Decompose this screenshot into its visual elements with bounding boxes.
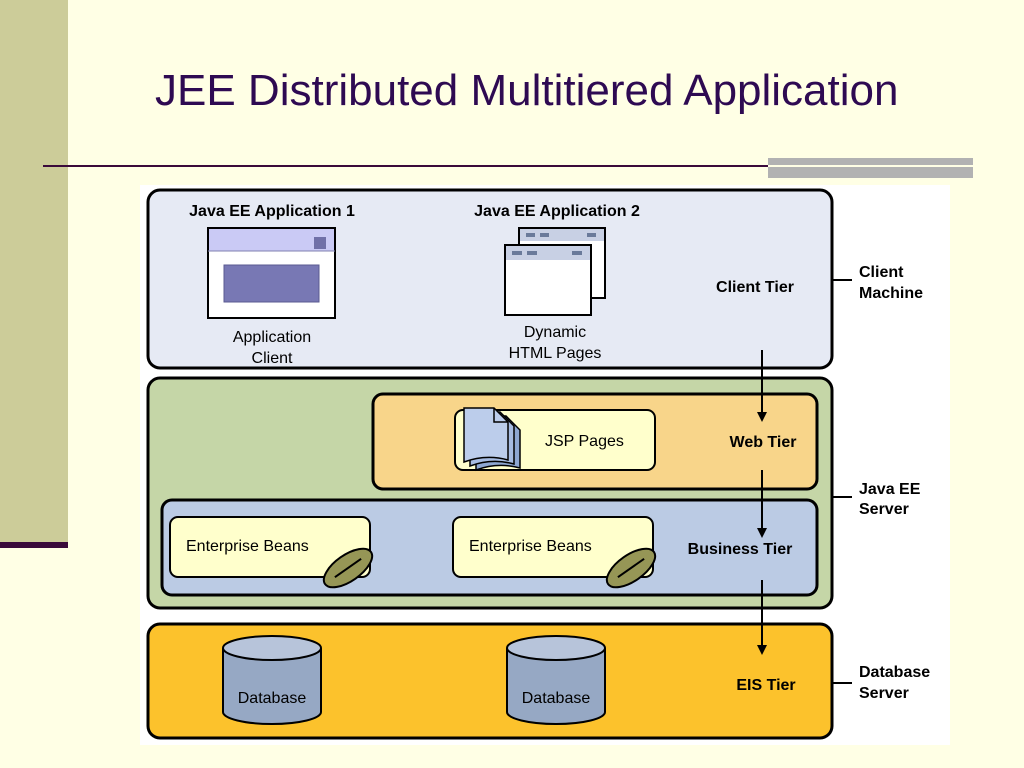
jsp-pages-label: JSP Pages: [545, 433, 624, 450]
app1-heading: Java EE Application 1: [189, 203, 355, 220]
html-pages-caption-line1: Dynamic: [524, 324, 586, 341]
java-ee-server-label-line2: Server: [859, 501, 909, 518]
enterprise-beans-box-1: [169, 516, 371, 578]
eis-tier-label: EIS Tier: [736, 677, 795, 694]
database-label-1: Database: [238, 690, 307, 707]
left-accent-bar: [0, 0, 68, 545]
app-client-caption-line1: Application: [233, 329, 311, 346]
html-pages-icon: [504, 227, 606, 316]
web-tier-label: Web Tier: [730, 434, 797, 451]
enterprise-beans-label-2: Enterprise Beans: [469, 538, 592, 555]
client-machine-label-line2: Machine: [859, 285, 923, 302]
business-tier-label: Business Tier: [688, 541, 793, 558]
bean-icon: [605, 547, 657, 589]
enterprise-beans-label-1: Enterprise Beans: [186, 538, 309, 555]
database-server-label-line2: Server: [859, 685, 909, 702]
jsp-pages-icon: [463, 407, 521, 472]
client-machine-label-line1: Client: [859, 264, 904, 281]
database-label-2: Database: [522, 690, 591, 707]
left-accent-line: [0, 542, 68, 548]
html-pages-caption-line2: HTML Pages: [509, 345, 602, 362]
app2-heading: Java EE Application 2: [474, 203, 640, 220]
java-ee-server-label-line1: Java EE: [859, 481, 921, 498]
enterprise-beans-box-2: [452, 516, 654, 578]
title-rule-accent: [768, 158, 973, 178]
application-window-icon: [207, 227, 336, 319]
database-icon: [222, 635, 322, 725]
client-tier-label: Client Tier: [716, 279, 794, 296]
title-rule: [43, 165, 933, 167]
app-client-caption-line2: Client: [252, 350, 293, 367]
database-server-label-line1: Database: [859, 664, 930, 681]
database-icon: [506, 635, 606, 725]
slide-title: JEE Distributed Multitiered Application: [155, 66, 899, 115]
bean-icon: [322, 547, 374, 589]
